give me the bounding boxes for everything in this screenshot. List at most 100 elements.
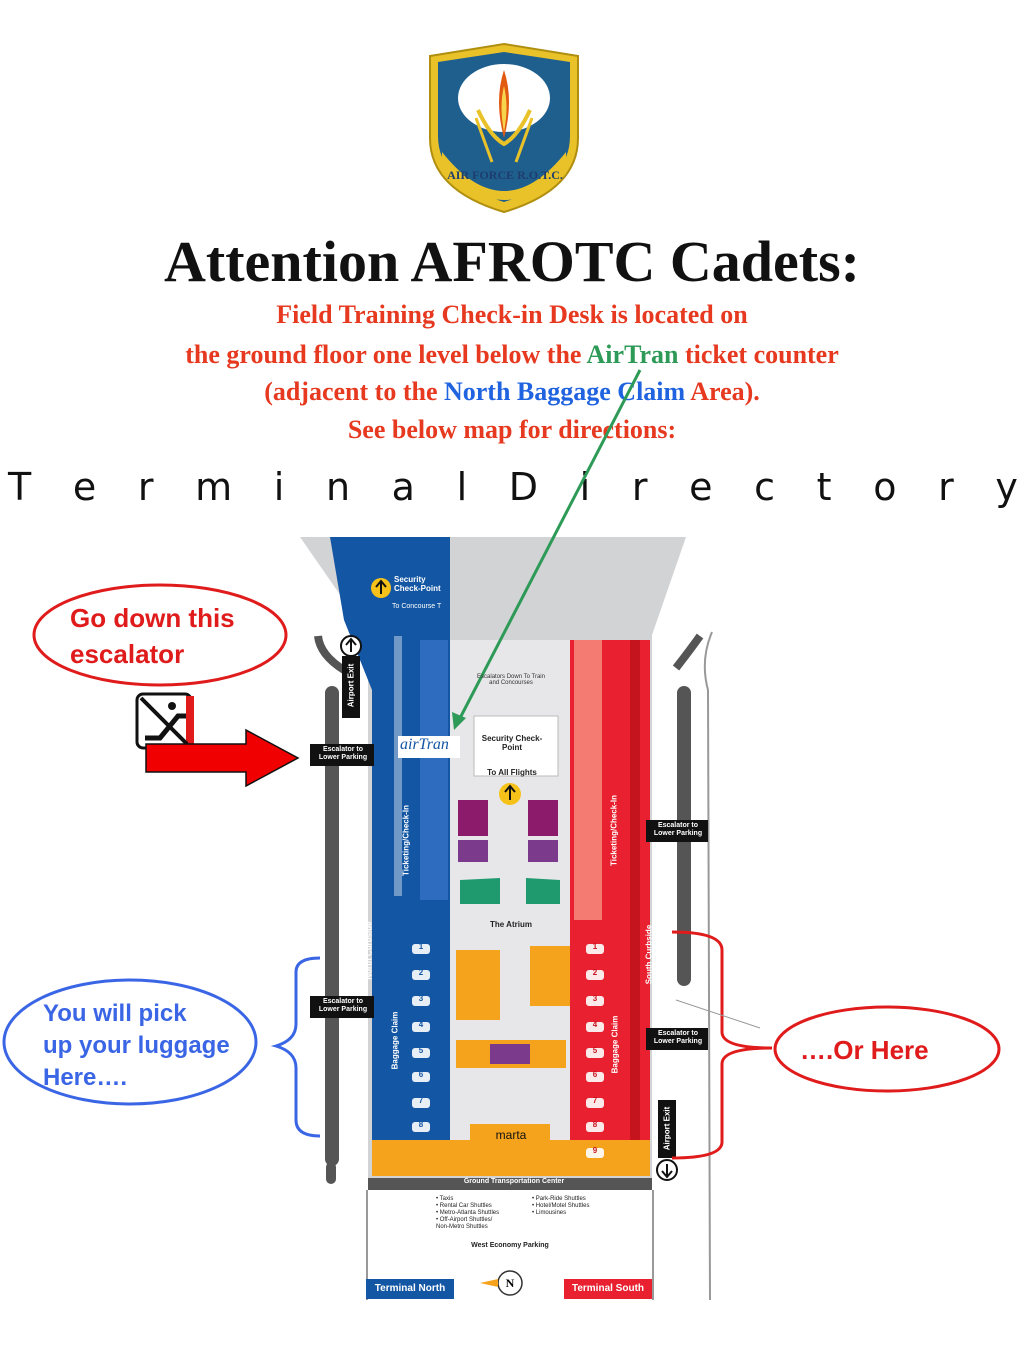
claim-number: 7 [592,1096,598,1105]
airport-exit-north [342,656,360,718]
south-ticketing-lane [630,640,640,1140]
south-carousels [586,944,604,1158]
stairs-note: Escalators Down To Train and Concourses [477,674,545,686]
subtitle-line-3: (adjacent to the North Baggage Claim Are… [0,377,1024,407]
heading-letter: e [72,465,97,509]
escalator-label-south-upper-text: Escalator to Lower Parking [653,822,703,837]
heading-letter: i [273,465,285,509]
claim-number: 4 [418,1020,424,1029]
ground-transport-label: Ground Transportation Center [463,1178,565,1185]
service-item: • Hotel/Motel Shuttles [532,1203,590,1209]
claim-number: 3 [592,994,598,1003]
page-title: Attention AFROTC Cadets: [164,229,860,294]
concession-block [458,800,488,836]
food-court [456,950,500,1020]
services-list-right: • Park-Ride Shuttles • Hotel/Motel Shutt… [532,1196,622,1217]
heading-letter: r [631,465,648,509]
map-border [652,1190,654,1300]
ground-transport-bar [368,1178,652,1190]
airport-exit-south-label: Airport Exit [662,1106,672,1151]
heading-letter: T [8,465,32,509]
service-item: • Metro-Atlanta Shuttles [436,1210,500,1216]
south-roadway [672,633,704,671]
escalator-icon [139,696,189,746]
claim-number: 6 [592,1070,598,1079]
callout-line: Go down this [70,603,235,633]
north-curbside-label: North Curbside [364,921,374,980]
concession-block [528,840,558,862]
service-item: • Off-Airport Shuttles/ [436,1217,493,1223]
atrium-shops [460,878,500,904]
airport-exit-north-label: Airport Exit [346,663,356,708]
service-item: • Rental Car Shuttles [436,1203,492,1209]
subtitle-line-4: See below map for directions: [347,415,677,444]
baggage-claim-north: Baggage Claim [390,1011,400,1070]
red-direction-arrow [145,728,300,788]
south-baggage-bracket [671,930,773,1160]
terminal-north-label: Terminal North [374,1283,446,1294]
escalator-label-north-lower-text: Escalator to Lower Parking [318,998,368,1013]
security-checkpoint-center [473,715,559,777]
subtitle-line-2: the ground floor one level below the Air… [0,340,1024,370]
food-court [490,1044,530,1064]
subtitle-text: Area). [685,377,760,406]
escalator-callout-ellipse [32,583,288,687]
concession-block [528,800,558,836]
callout-line: up your luggage [43,1032,230,1059]
subtitle-text: the ground floor one level below the [185,340,587,369]
heading-letter: c [754,465,776,509]
terminal-south-badge [564,1279,652,1299]
callout-line: Here…. [43,1064,128,1091]
exit-arrow-down-icon [661,1164,673,1179]
heading-letter: i [579,465,591,509]
claim-number: 7 [418,1096,424,1105]
pickup-callout-ellipse [2,978,258,1106]
escalator-label-south-upper [646,820,708,842]
marta-label: marta [495,1128,527,1142]
escalator-label-north-lower [310,996,374,1018]
west-economy-label: West Economy Parking [471,1242,549,1249]
escalator-label-north-upper [310,744,374,766]
pickup-callout-text: You will pick up your luggage Here…. [43,998,230,1094]
north-carousels [412,944,430,1132]
ticketing-checkin-north: Ticketing/Check-In [401,805,411,876]
emblem-lettering: AIR FORCE R.O.T.C. [447,168,563,182]
claim-number: 1 [418,942,424,951]
baggage-area-name: North Baggage Claim [443,377,686,406]
airtran-logo: airTran [400,736,449,753]
atrium-shops [526,878,560,904]
claim-number: 6 [418,1070,424,1079]
south-ticketing-lane [574,640,602,920]
heading-letter: r [137,465,154,509]
escalator-label-north-upper-text: Escalator to Lower Parking [318,746,368,761]
up-arrow-icon [375,579,387,594]
service-item: Non-Metro Shuttles [436,1224,488,1230]
to-concourse-label: To Concourse T [392,603,442,610]
claim-number: 1 [592,942,598,951]
terminal-north-badge [366,1279,454,1299]
up-arrow-icon [504,784,516,800]
heading-letter: n [325,465,351,509]
escalator-label-south-lower-text: Escalator to Lower Parking [653,1030,703,1045]
subtitle-line-1: Field Training Check-in Desk is located … [276,300,748,329]
heading-letter: D [508,465,539,509]
heading-letter: r [938,465,954,509]
map-border [366,1190,368,1300]
claim-number: 2 [418,968,424,977]
airline-name: AirTran [586,340,679,369]
callout-line: You will pick [43,1000,187,1027]
callout-line: escalator [70,639,185,669]
subtitle-text: (adjacent to the [264,377,444,406]
concession-block [458,840,488,862]
heading-letter: e [689,465,713,509]
heading-letter: y [995,465,1018,509]
services-list-left: • Taxis • Rental Car Shuttles • Metro-At… [436,1196,526,1231]
escalator-icon [168,702,176,710]
service-item: • Limousines [532,1210,567,1216]
claim-number: 5 [592,1046,598,1055]
exit-arrow-up-icon [345,637,357,652]
airtran-pointer-arrowhead [452,712,466,730]
heading-letter: o [873,465,897,509]
heading-letter: t [816,465,832,509]
